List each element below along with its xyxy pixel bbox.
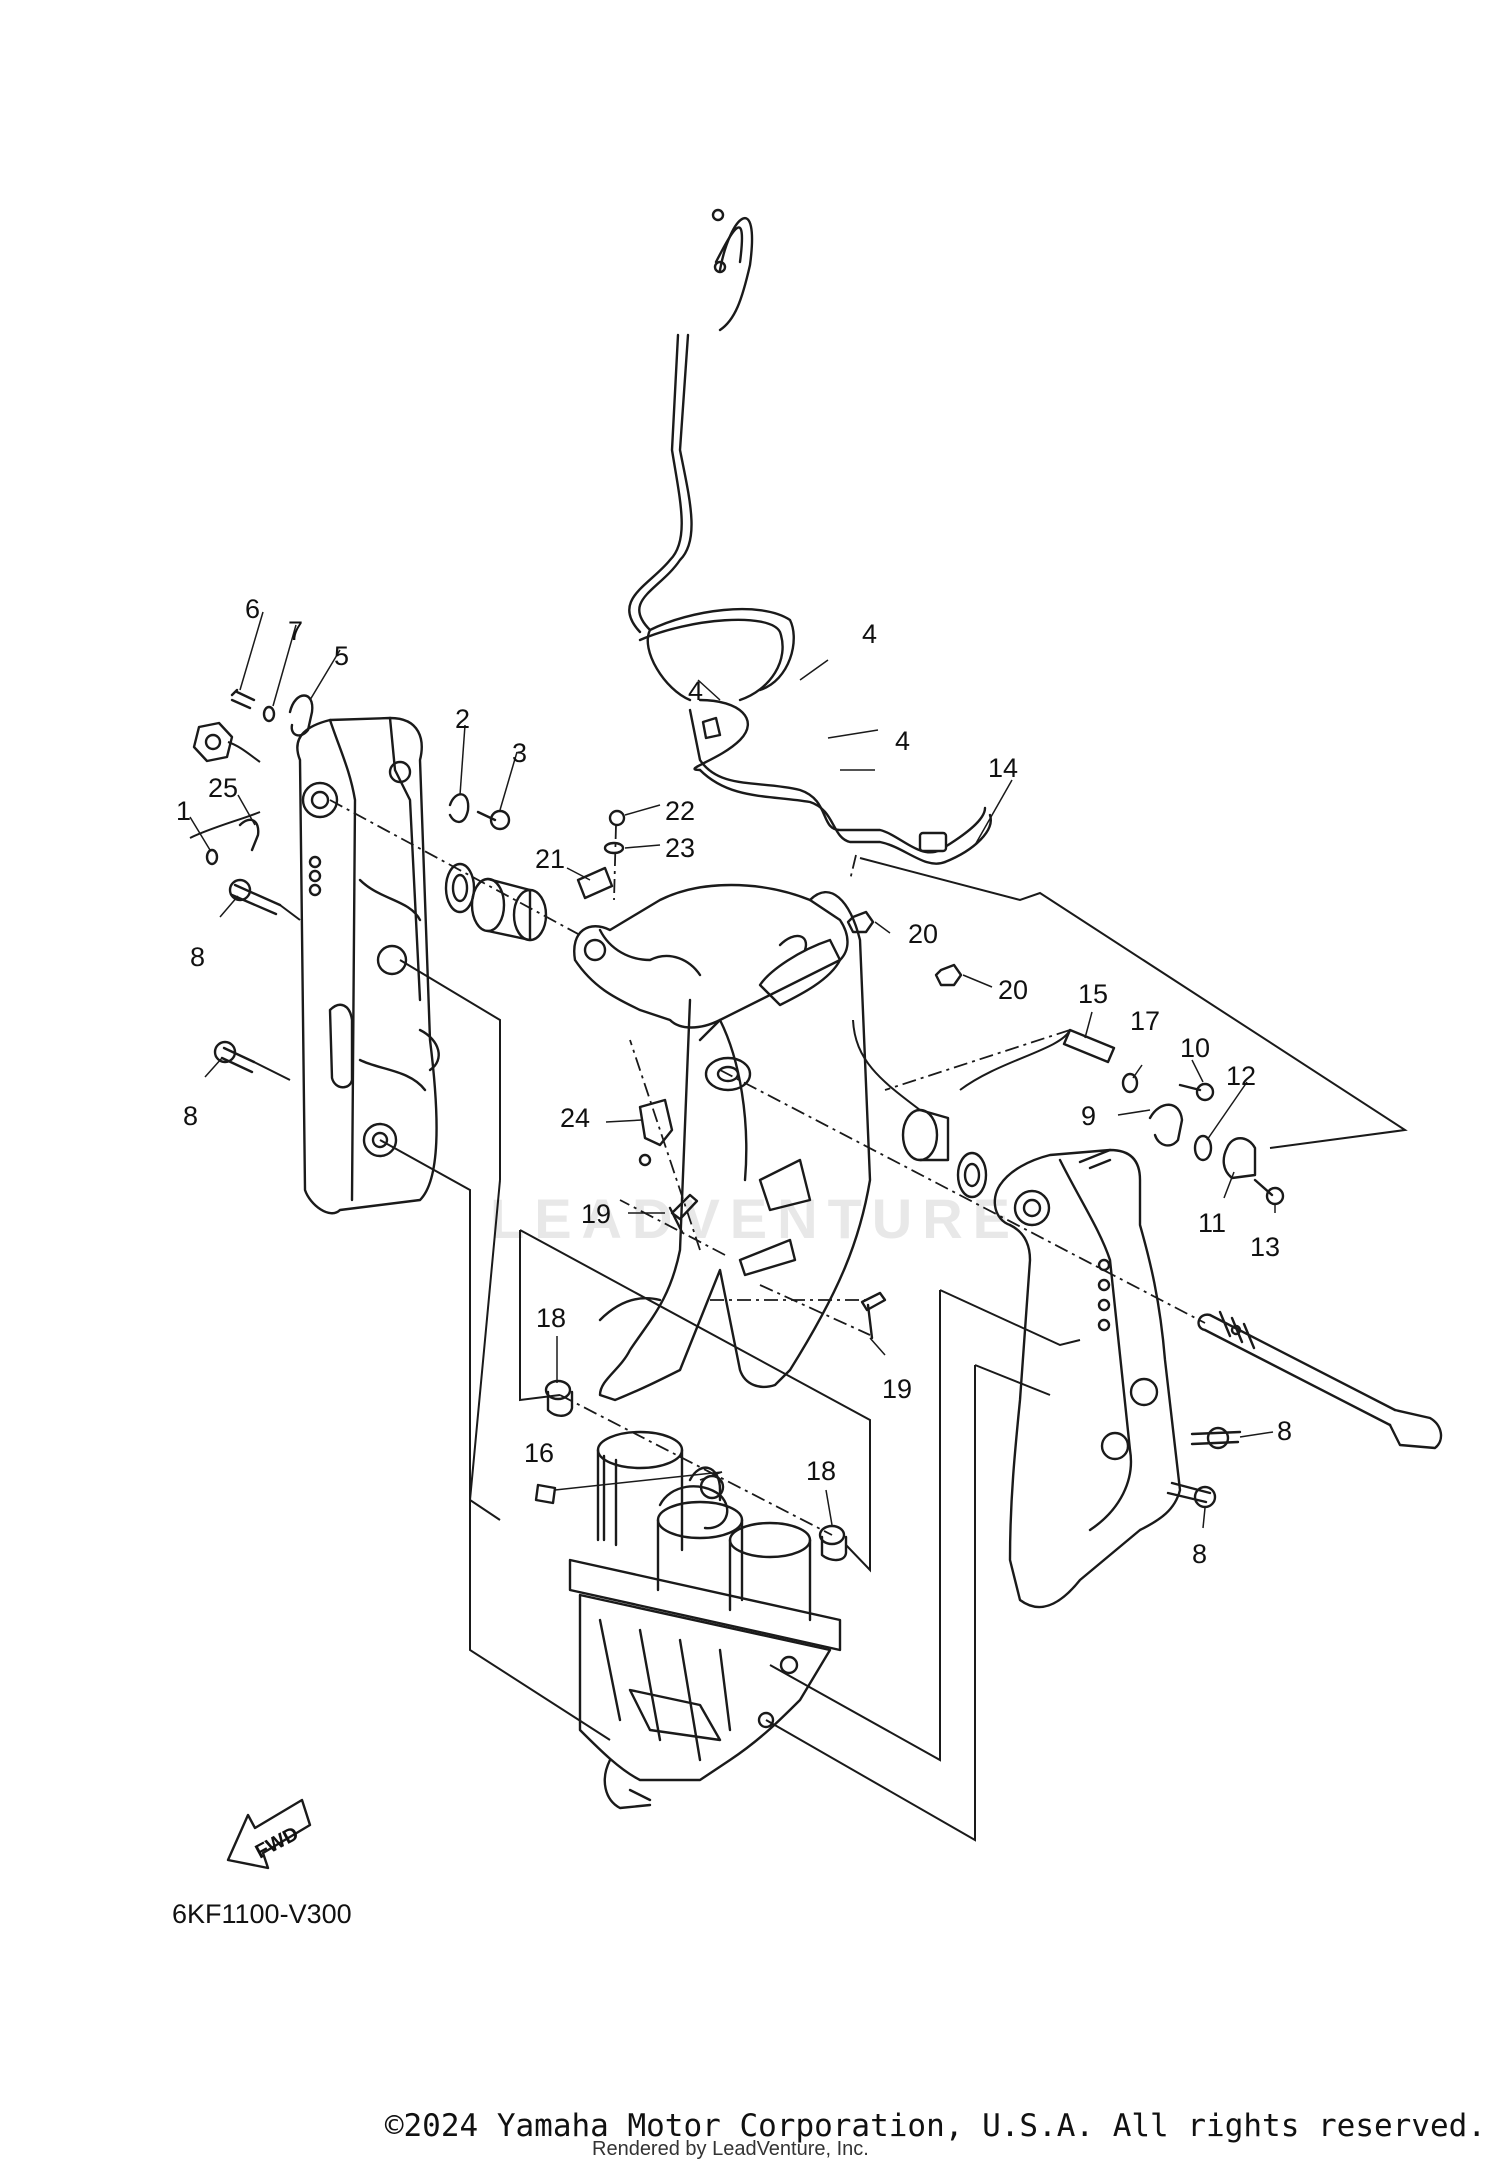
callout-8c: 8: [1277, 1416, 1292, 1446]
callout-7: 7: [288, 616, 303, 646]
rendered-by-notice: Rendered by LeadVenture, Inc.: [592, 2138, 869, 2160]
callout-18b: 18: [806, 1456, 836, 1486]
callout-4c: 4: [895, 726, 910, 756]
callout-4b: 4: [688, 676, 703, 706]
callout-5: 5: [334, 641, 349, 671]
watermark-text: LEADVENTURE: [490, 1187, 1020, 1250]
callout-15: 15: [1078, 979, 1108, 1009]
right-clamp-bracket: [993, 1148, 1182, 1609]
callout-8b: 8: [183, 1101, 198, 1131]
callout-23: 23: [665, 833, 695, 863]
trim-sensor-lead: [628, 208, 992, 865]
tilt-shaft: [1197, 1310, 1443, 1450]
callout-20b: 20: [998, 975, 1028, 1005]
assembly-lines: [189, 741, 1408, 1842]
hardware: [192, 688, 1285, 1562]
callout-6: 6: [245, 594, 260, 624]
leader-lines: [189, 611, 1276, 1529]
callout-1: 1: [176, 796, 191, 826]
callout-9: 9: [1081, 1101, 1096, 1131]
callout-12: 12: [1226, 1061, 1256, 1091]
callout-17: 17: [1130, 1006, 1160, 1036]
callout-11: 11: [1198, 1208, 1226, 1238]
callout-3: 3: [512, 738, 527, 768]
callout-2: 2: [455, 704, 470, 734]
callout-13: 13: [1250, 1232, 1280, 1262]
callout-21: 21: [535, 844, 565, 874]
callout-10: 10: [1180, 1033, 1210, 1063]
left-clamp-bracket: [296, 716, 440, 1215]
callout-22: 22: [665, 796, 695, 826]
callout-16: 16: [524, 1438, 554, 1468]
callout-4a: 4: [862, 619, 877, 649]
power-trim-tilt-unit: [568, 1430, 842, 1810]
fwd-arrow-icon: FWD: [226, 1798, 312, 1870]
callout-18a: 18: [536, 1303, 566, 1333]
swivel-bracket: [573, 883, 872, 1402]
callout-19a: 19: [581, 1199, 611, 1229]
callout-25: 25: [208, 773, 238, 803]
diagram-code: 6KF1100-V300: [172, 1899, 352, 1929]
callout-8d: 8: [1192, 1539, 1207, 1569]
callout-19b: 19: [882, 1374, 912, 1404]
callout-8a: 8: [190, 942, 205, 972]
callout-labels: 1 2 3 4 4 4 5 6 7 8 8 8 8 9 10 11 12 13 …: [176, 594, 1292, 1569]
callout-14: 14: [988, 753, 1018, 783]
callout-20a: 20: [908, 919, 938, 949]
callout-24: 24: [560, 1103, 590, 1133]
copyright-notice: ©2024 Yamaha Motor Corporation, U.S.A. A…: [384, 2108, 1486, 2144]
